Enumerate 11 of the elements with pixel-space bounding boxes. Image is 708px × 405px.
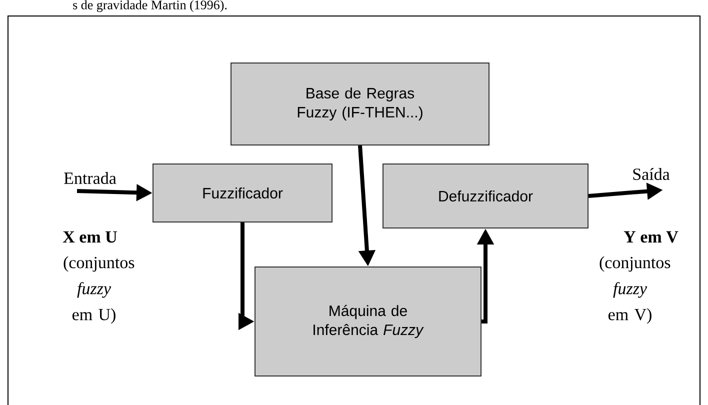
edge-label: Entrada bbox=[64, 172, 116, 184]
process-box: Fuzzificador bbox=[152, 164, 332, 222]
annotation: X em U bbox=[62, 231, 117, 243]
annotation: (conjuntos fuzzy em U) bbox=[64, 256, 134, 324]
edge-label: Saída bbox=[633, 168, 670, 180]
process-box: Base de Regras Fuzzy (IF-THEN...) bbox=[230, 62, 490, 146]
caption-fragment: s de gravidade Martin (1996). bbox=[73, 0, 227, 12]
annotation: Y em V bbox=[624, 231, 678, 243]
process-box: Defuzzificador bbox=[382, 164, 588, 228]
process-box: Máquina de Inferência Fuzzy bbox=[254, 266, 482, 376]
annotation: (conjuntos fuzzy em V) bbox=[600, 256, 670, 324]
